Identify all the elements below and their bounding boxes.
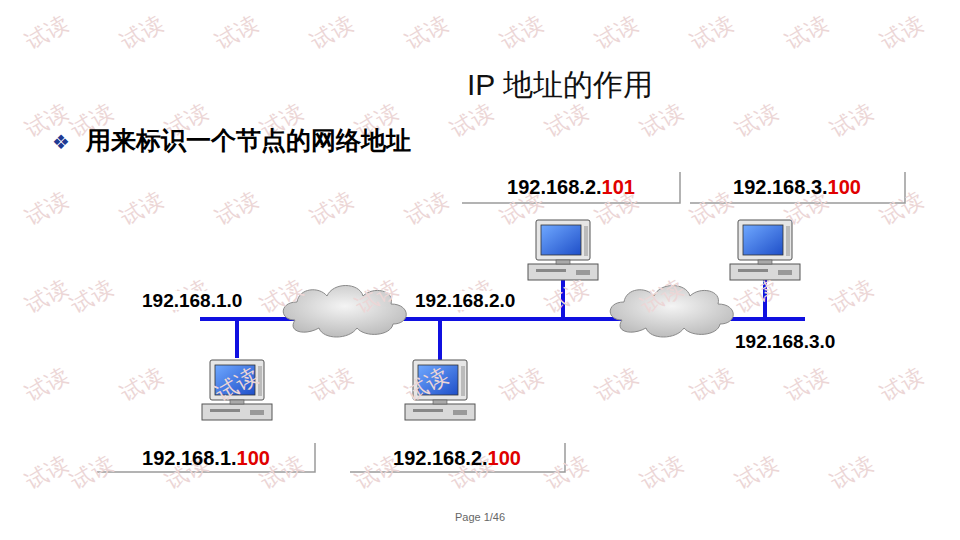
watermark: 试读 <box>117 364 166 405</box>
watermark: 试读 <box>307 12 356 53</box>
watermark: 试读 <box>212 12 261 53</box>
watermark: 试读 <box>877 12 926 53</box>
watermark: 试读 <box>542 100 591 141</box>
ip-address: 192.168.3.100 <box>733 177 861 197</box>
ip-address: 192.168.1.100 <box>142 448 270 468</box>
watermark: 试读 <box>402 12 451 53</box>
host-network-part: 192.168.3. <box>733 176 828 198</box>
watermark: 试读 <box>732 452 781 493</box>
watermark: 试读 <box>402 188 451 229</box>
host-number: 100 <box>237 447 270 469</box>
watermark: 试读 <box>22 12 71 53</box>
host-number: 100 <box>828 176 861 198</box>
watermark: 试读 <box>212 188 261 229</box>
watermark: 试读 <box>447 100 496 141</box>
watermark: 试读 <box>67 276 116 317</box>
page-number: Page 1/46 <box>455 512 505 523</box>
watermark: 试读 <box>22 188 71 229</box>
watermark: 试读 <box>22 364 71 405</box>
host-network-part: 192.168.2. <box>507 176 602 198</box>
network-address: 192.168.1.0 <box>140 291 244 310</box>
watermark: 试读 <box>732 100 781 141</box>
watermark: 试读 <box>637 452 686 493</box>
watermark: 试读 <box>22 452 71 493</box>
watermark: 试读 <box>877 188 926 229</box>
watermark: 试读 <box>542 452 591 493</box>
watermark: 试读 <box>687 12 736 53</box>
watermark: 试读 <box>307 188 356 229</box>
watermark: 试读 <box>592 364 641 405</box>
ip-address: 192.168.2.101 <box>507 177 635 197</box>
watermark: 试读 <box>827 452 876 493</box>
watermark: 试读 <box>67 452 116 493</box>
slide-title: IP 地址的作用 <box>467 70 653 100</box>
host-number: 101 <box>602 176 635 198</box>
watermark: 试读 <box>782 12 831 53</box>
watermark: 试读 <box>782 364 831 405</box>
host-network-part: 192.168.2. <box>393 447 488 469</box>
ip-address: 192.168.2.100 <box>393 448 521 468</box>
host-number: 100 <box>488 447 521 469</box>
watermark: 试读 <box>732 276 781 317</box>
network-address: 192.168.2.0 <box>413 291 517 310</box>
watermark: 试读 <box>877 364 926 405</box>
network-address: 192.168.3.0 <box>733 332 837 351</box>
watermark: 试读 <box>22 276 71 317</box>
watermark: 试读 <box>827 276 876 317</box>
watermark: 试读 <box>637 100 686 141</box>
watermark: 试读 <box>307 364 356 405</box>
watermark: 试读 <box>592 12 641 53</box>
watermark: 试读 <box>497 12 546 53</box>
watermark: 试读 <box>687 364 736 405</box>
watermark: 试读 <box>117 12 166 53</box>
host-network-part: 192.168.1. <box>142 447 237 469</box>
watermark: 试读 <box>827 100 876 141</box>
watermark: 试读 <box>542 276 591 317</box>
bullet-symbol: ❖ <box>52 132 70 152</box>
watermark: 试读 <box>497 364 546 405</box>
bullet-text: 用来标识一个节点的网络地址 <box>86 128 411 153</box>
watermark: 试读 <box>117 188 166 229</box>
watermark: 试读 <box>687 188 736 229</box>
